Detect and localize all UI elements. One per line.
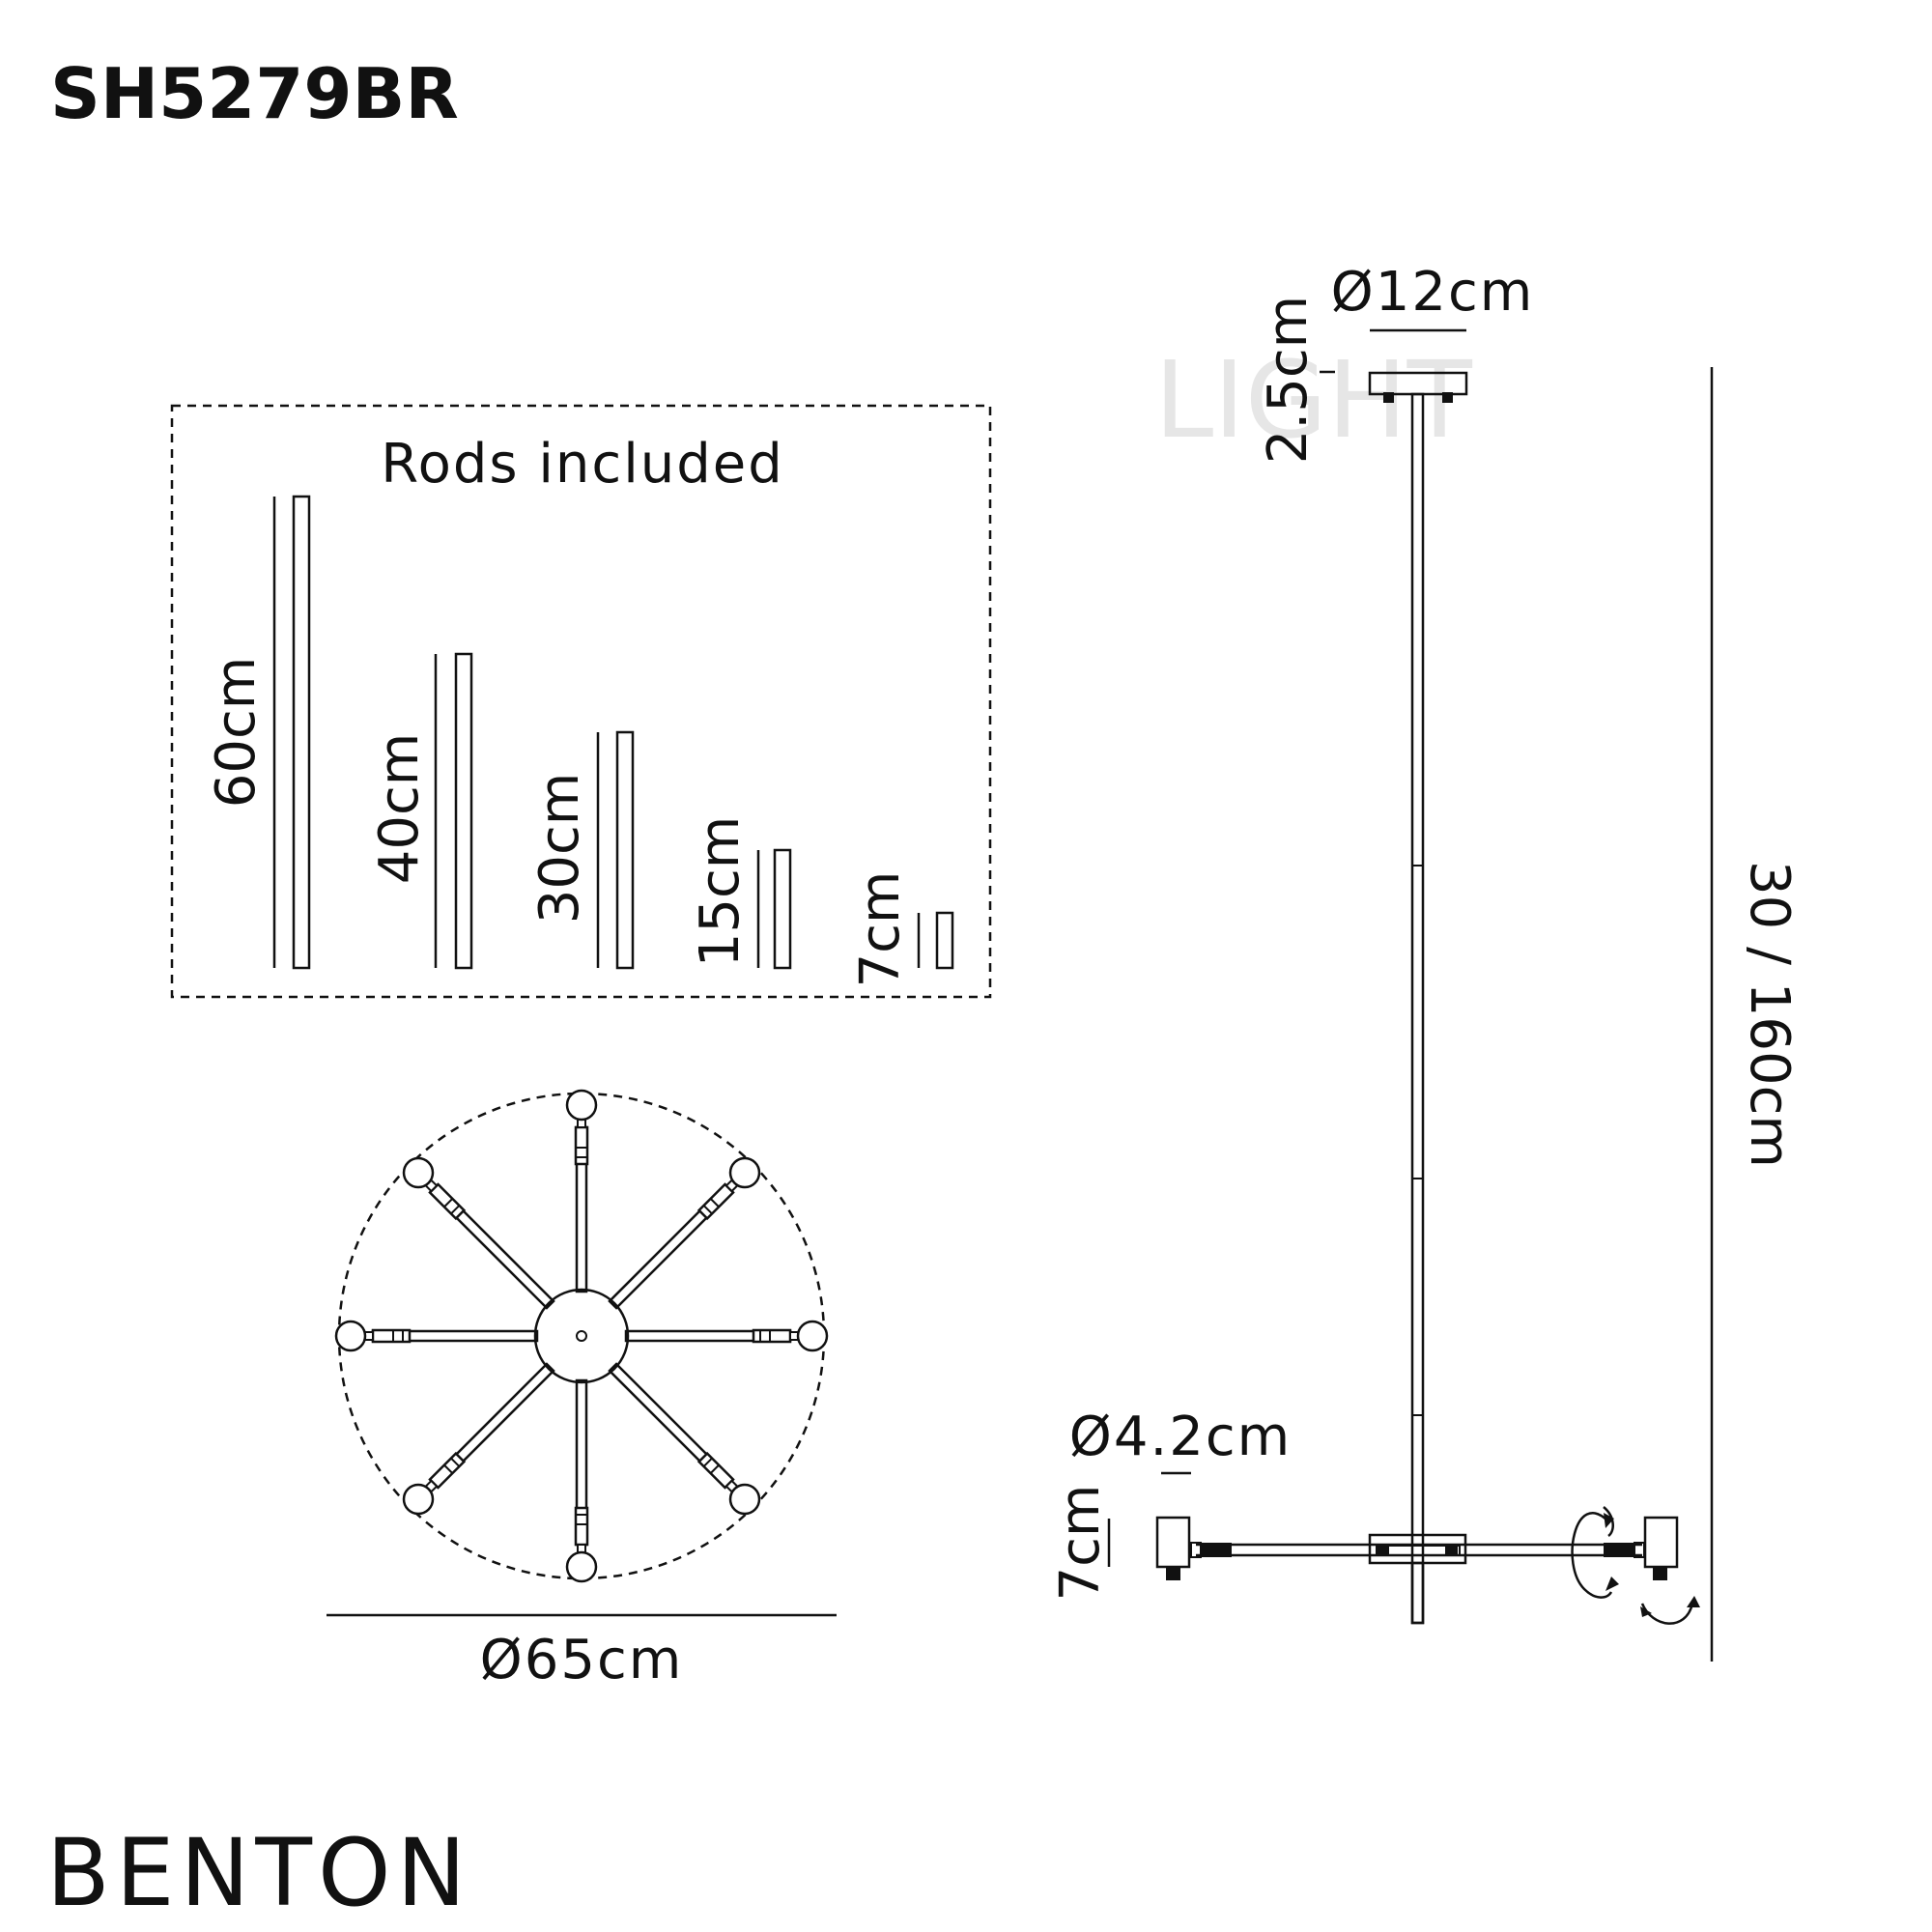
rod-label-30cm: 30cm	[528, 773, 591, 924]
top-view-diameter-label: Ø65cm	[480, 1629, 684, 1691]
top-view-arm	[565, 1089, 598, 1293]
rod-7cm: 7cm	[849, 871, 954, 988]
rods-panel-border	[170, 404, 992, 999]
overall-height-label: 30 / 160cm	[1738, 861, 1801, 1168]
canopy-diameter-label: Ø12cm	[1331, 261, 1535, 324]
top-view-arm	[624, 1320, 829, 1352]
top-view-arm	[402, 1156, 555, 1310]
top-view: Ø65cm	[327, 1089, 837, 1691]
rod-label-40cm: 40cm	[368, 733, 431, 885]
top-view-arm	[334, 1320, 539, 1352]
top-view-arm	[402, 1362, 555, 1516]
rods-panel: Rods included 60cm 40cm 30cm 15cm	[170, 404, 992, 999]
top-view-hub	[533, 1288, 630, 1384]
watermark: LIGHT	[1154, 338, 1473, 462]
canopy-height-label: 2.5cm	[1257, 296, 1320, 464]
top-view-arm	[608, 1362, 761, 1516]
top-view-arm	[565, 1378, 598, 1583]
rod-30cm: 30cm	[528, 730, 635, 970]
side-view: Ø12cm 2.5cm 30 / 160cm Ø4.	[1049, 261, 1801, 1662]
top-view-hub-center	[576, 1330, 587, 1342]
product-code: SH5279BR	[50, 53, 459, 134]
rod-40cm: 40cm	[368, 652, 473, 970]
canopy-screw-right	[1442, 392, 1453, 403]
lamp-head-left	[1155, 1516, 1191, 1569]
product-name: BENTON	[46, 1819, 471, 1927]
rod-label-7cm: 7cm	[849, 871, 912, 988]
canopy-screw-left	[1383, 392, 1394, 403]
rod-60cm: 60cm	[205, 495, 311, 970]
rod-15cm: 15cm	[689, 816, 792, 970]
top-view-arms	[334, 1089, 829, 1583]
suspension-rod	[1410, 392, 1425, 1625]
rotation-arrow-vertical-icon	[1571, 1506, 1619, 1599]
lamp-head-right	[1643, 1516, 1679, 1569]
rod-label-15cm: 15cm	[689, 816, 752, 968]
suspension-rod-tail	[1410, 1561, 1425, 1625]
lamp-diameter-label: Ø4.2cm	[1069, 1406, 1292, 1468]
top-view-arm	[608, 1156, 761, 1310]
rotation-arrow-horizontal-icon	[1640, 1596, 1700, 1625]
lamp-height-label: 7cm	[1049, 1485, 1112, 1602]
rod-label-60cm: 60cm	[205, 657, 268, 809]
rods-panel-title: Rods included	[381, 433, 784, 496]
